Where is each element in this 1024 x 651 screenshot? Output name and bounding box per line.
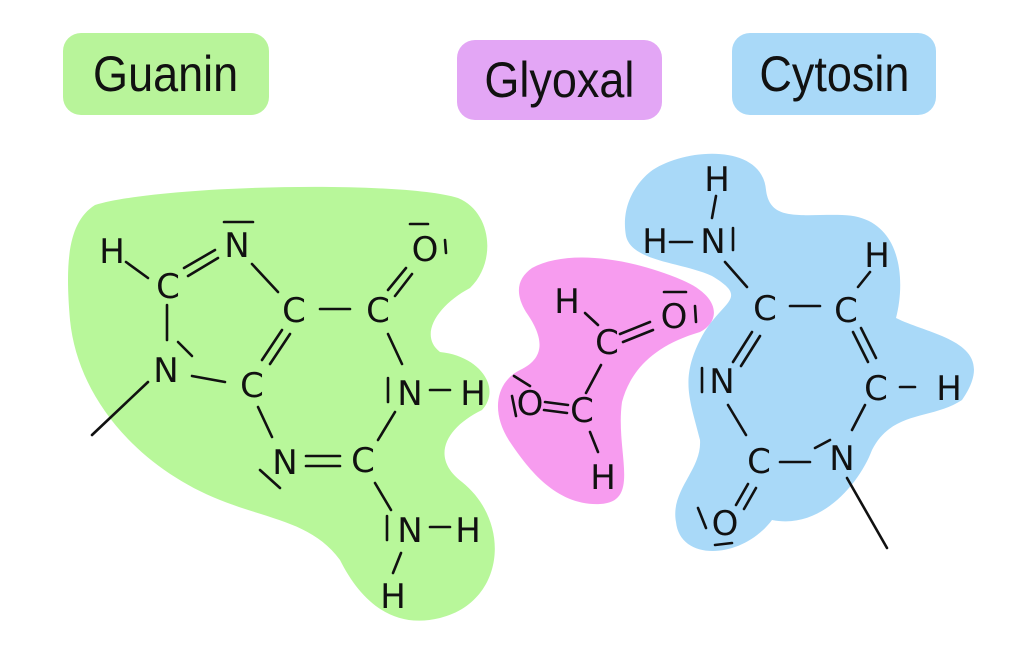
- atom: O: [712, 504, 739, 544]
- atom: C: [351, 441, 375, 481]
- atom: H: [554, 282, 580, 322]
- atom: N: [709, 362, 734, 402]
- atom: C: [864, 369, 888, 409]
- glyoxal-atoms: H C O O C H: [517, 282, 688, 498]
- atom: C: [156, 267, 180, 307]
- guanin-bonds: [90, 220, 452, 575]
- guanin-blob: [68, 186, 495, 621]
- atom: N: [224, 226, 249, 266]
- atom: C: [595, 323, 619, 363]
- atom: H: [380, 577, 406, 617]
- atom: H: [864, 236, 890, 276]
- atom: H: [704, 160, 730, 200]
- guanin-label: Guanin: [63, 33, 269, 115]
- atom: H: [936, 369, 962, 409]
- glyoxal-bonds: [510, 290, 698, 454]
- atom: N: [272, 443, 297, 483]
- atom: C: [240, 366, 264, 406]
- atom: C: [282, 291, 306, 331]
- atom: H: [642, 222, 668, 262]
- atom: C: [570, 391, 594, 431]
- cytosin-blob: [624, 153, 974, 552]
- atom: N: [397, 374, 422, 414]
- guanin-atoms: H C N C C O N C N H N C N H H: [99, 226, 486, 617]
- cytosin-bonds: [668, 194, 917, 550]
- atom: O: [517, 384, 544, 424]
- atom: N: [153, 351, 178, 391]
- cytosin-atoms: H N H C C H N C H C N O: [642, 160, 962, 544]
- cytosin-label-text: Cytosin: [758, 46, 910, 102]
- atom: C: [747, 442, 771, 482]
- cytosin-label: Cytosin: [732, 33, 936, 115]
- atom: H: [455, 511, 481, 551]
- atom: C: [753, 289, 777, 329]
- guanin-label-text: Guanin: [93, 46, 239, 102]
- atom: C: [366, 291, 390, 331]
- atom: H: [460, 374, 486, 414]
- glyoxal-label-text: Glyoxal: [484, 52, 635, 108]
- atom: N: [829, 439, 854, 479]
- glyoxal-blob: [497, 257, 714, 505]
- atom: N: [700, 222, 725, 262]
- atom: O: [661, 297, 688, 337]
- atom: O: [412, 230, 439, 270]
- atom: H: [590, 458, 616, 498]
- glyoxal-label: Glyoxal: [457, 40, 662, 120]
- atom: N: [397, 511, 422, 551]
- atom: C: [834, 291, 858, 331]
- atom: H: [99, 232, 125, 272]
